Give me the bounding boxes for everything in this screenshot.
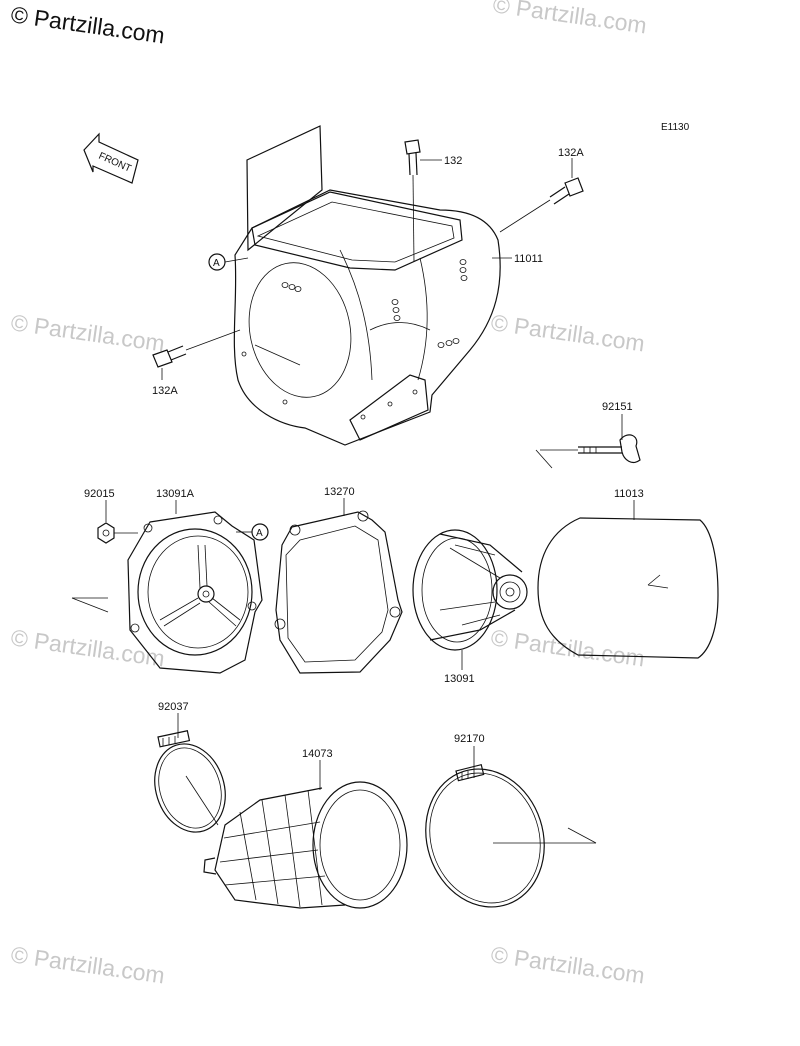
label-13091a: 13091A	[156, 488, 195, 500]
label-14073: 14073	[302, 748, 333, 760]
intake-boot-14073	[203, 781, 408, 909]
watermark-top-left: © Partzilla.com	[9, 1, 166, 48]
bolt-132a-left	[152, 329, 241, 368]
label-11011: 11011	[514, 253, 543, 265]
svg-text:A: A	[256, 528, 263, 539]
label-13270: 13270	[324, 486, 355, 498]
ref-marker-a-top: A	[208, 253, 249, 271]
label-92151: 92151	[602, 401, 633, 413]
gasket-13270	[274, 510, 403, 674]
watermark-lower-right: © Partzilla.com	[489, 624, 646, 671]
clamp-92170	[425, 763, 597, 908]
airbox-housing	[233, 125, 501, 446]
watermark-lower-left: © Partzilla.com	[9, 624, 166, 671]
front-arrow-icon: FRONT	[83, 132, 139, 184]
diagram-code: E1130	[661, 122, 690, 133]
bolt-132a-top	[499, 177, 584, 233]
bolt-132	[404, 139, 421, 263]
label-92037: 92037	[158, 701, 189, 713]
label-92015: 92015	[84, 488, 115, 500]
label-11013: 11013	[614, 488, 644, 500]
watermark-mid-right: © Partzilla.com	[489, 309, 646, 356]
holder-plate-13091a	[71, 511, 263, 674]
ref-marker-a-bottom: A	[236, 523, 269, 541]
label-92170: 92170	[454, 733, 485, 745]
label-132: 132	[444, 155, 462, 167]
filter-element-11013	[537, 517, 719, 659]
nut-92015	[97, 522, 138, 544]
filter-cage-13091	[412, 529, 528, 651]
clamp-92037	[154, 730, 226, 833]
watermark-mid-left: © Partzilla.com	[9, 309, 166, 356]
svg-text:A: A	[213, 258, 220, 269]
wing-bolt-92151	[535, 434, 641, 469]
watermark-bottom-right: © Partzilla.com	[489, 941, 646, 988]
watermark-bottom-left: © Partzilla.com	[9, 941, 166, 988]
label-13091: 13091	[444, 673, 475, 685]
label-132a-top: 132A	[558, 147, 584, 159]
label-132a-left: 132A	[152, 385, 178, 397]
watermark-top-right: © Partzilla.com	[491, 0, 648, 39]
